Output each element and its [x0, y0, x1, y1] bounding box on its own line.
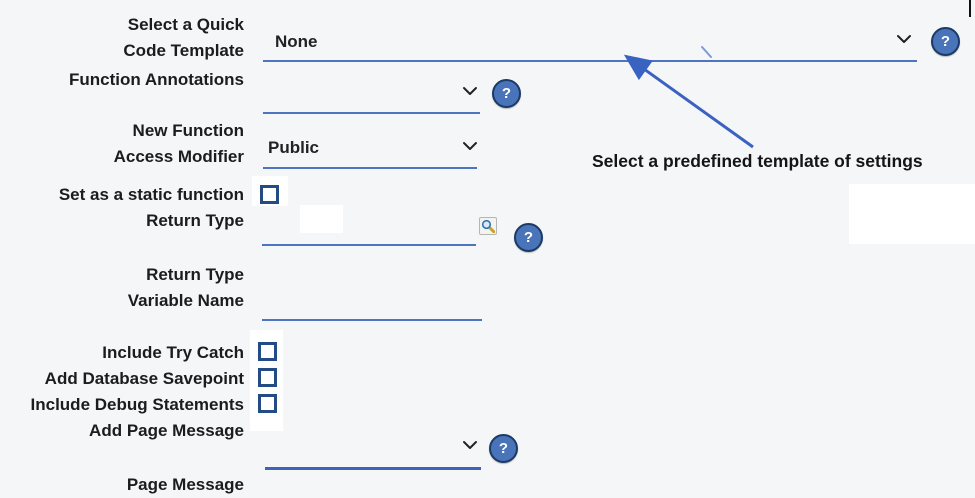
text-cursor-mark	[969, 0, 971, 17]
function-annotations-dropdown[interactable]	[263, 112, 480, 114]
chevron-down-icon[interactable]	[462, 440, 478, 450]
label-include-try-catch: Include Try Catch	[102, 343, 244, 362]
label-return-type-variable: Return Type Variable Name	[127, 265, 244, 310]
lookup-magnifier-icon[interactable]	[479, 217, 497, 235]
help-icon[interactable]: ?	[492, 79, 521, 108]
return-type-input[interactable]	[262, 244, 476, 246]
return-type-variable-input[interactable]	[262, 319, 482, 321]
annotation-text: Select a predefined template of settings	[592, 151, 923, 171]
label-static-function: Set as a static function	[58, 185, 244, 204]
label-quick-code-template: Select a Quick Code Template	[123, 15, 244, 60]
label-add-database-savepoint: Add Database Savepoint	[44, 369, 244, 388]
include-debug-statements-checkbox[interactable]	[258, 394, 277, 413]
label-add-page-message: Add Page Message	[89, 421, 244, 440]
label-return-type: Return Type	[146, 211, 244, 230]
erased-patch	[255, 419, 271, 430]
help-icon[interactable]: ?	[931, 27, 960, 56]
label-function-annotations: Function Annotations	[68, 70, 244, 89]
quick-code-template-dropdown[interactable]	[263, 60, 917, 62]
label-access-modifier: New Function Access Modifier	[113, 121, 244, 166]
chevron-down-icon[interactable]	[462, 86, 478, 96]
chevron-down-icon[interactable]	[896, 34, 912, 44]
erased-patch	[300, 205, 343, 233]
help-icon[interactable]: ?	[489, 434, 518, 463]
chevron-down-icon[interactable]	[462, 141, 478, 151]
static-function-checkbox[interactable]	[260, 185, 279, 204]
include-try-catch-checkbox[interactable]	[258, 342, 277, 361]
add-database-savepoint-checkbox[interactable]	[258, 368, 277, 387]
quick-code-template-value[interactable]: None	[275, 32, 318, 51]
add-page-message-dropdown[interactable]	[265, 467, 481, 470]
erased-patch	[849, 184, 975, 244]
access-modifier-dropdown[interactable]	[263, 167, 477, 169]
label-page-message: Page Message	[126, 475, 244, 494]
help-icon[interactable]: ?	[514, 223, 543, 252]
label-include-debug-statements: Include Debug Statements	[30, 395, 244, 414]
access-modifier-value[interactable]: Public	[268, 138, 320, 157]
